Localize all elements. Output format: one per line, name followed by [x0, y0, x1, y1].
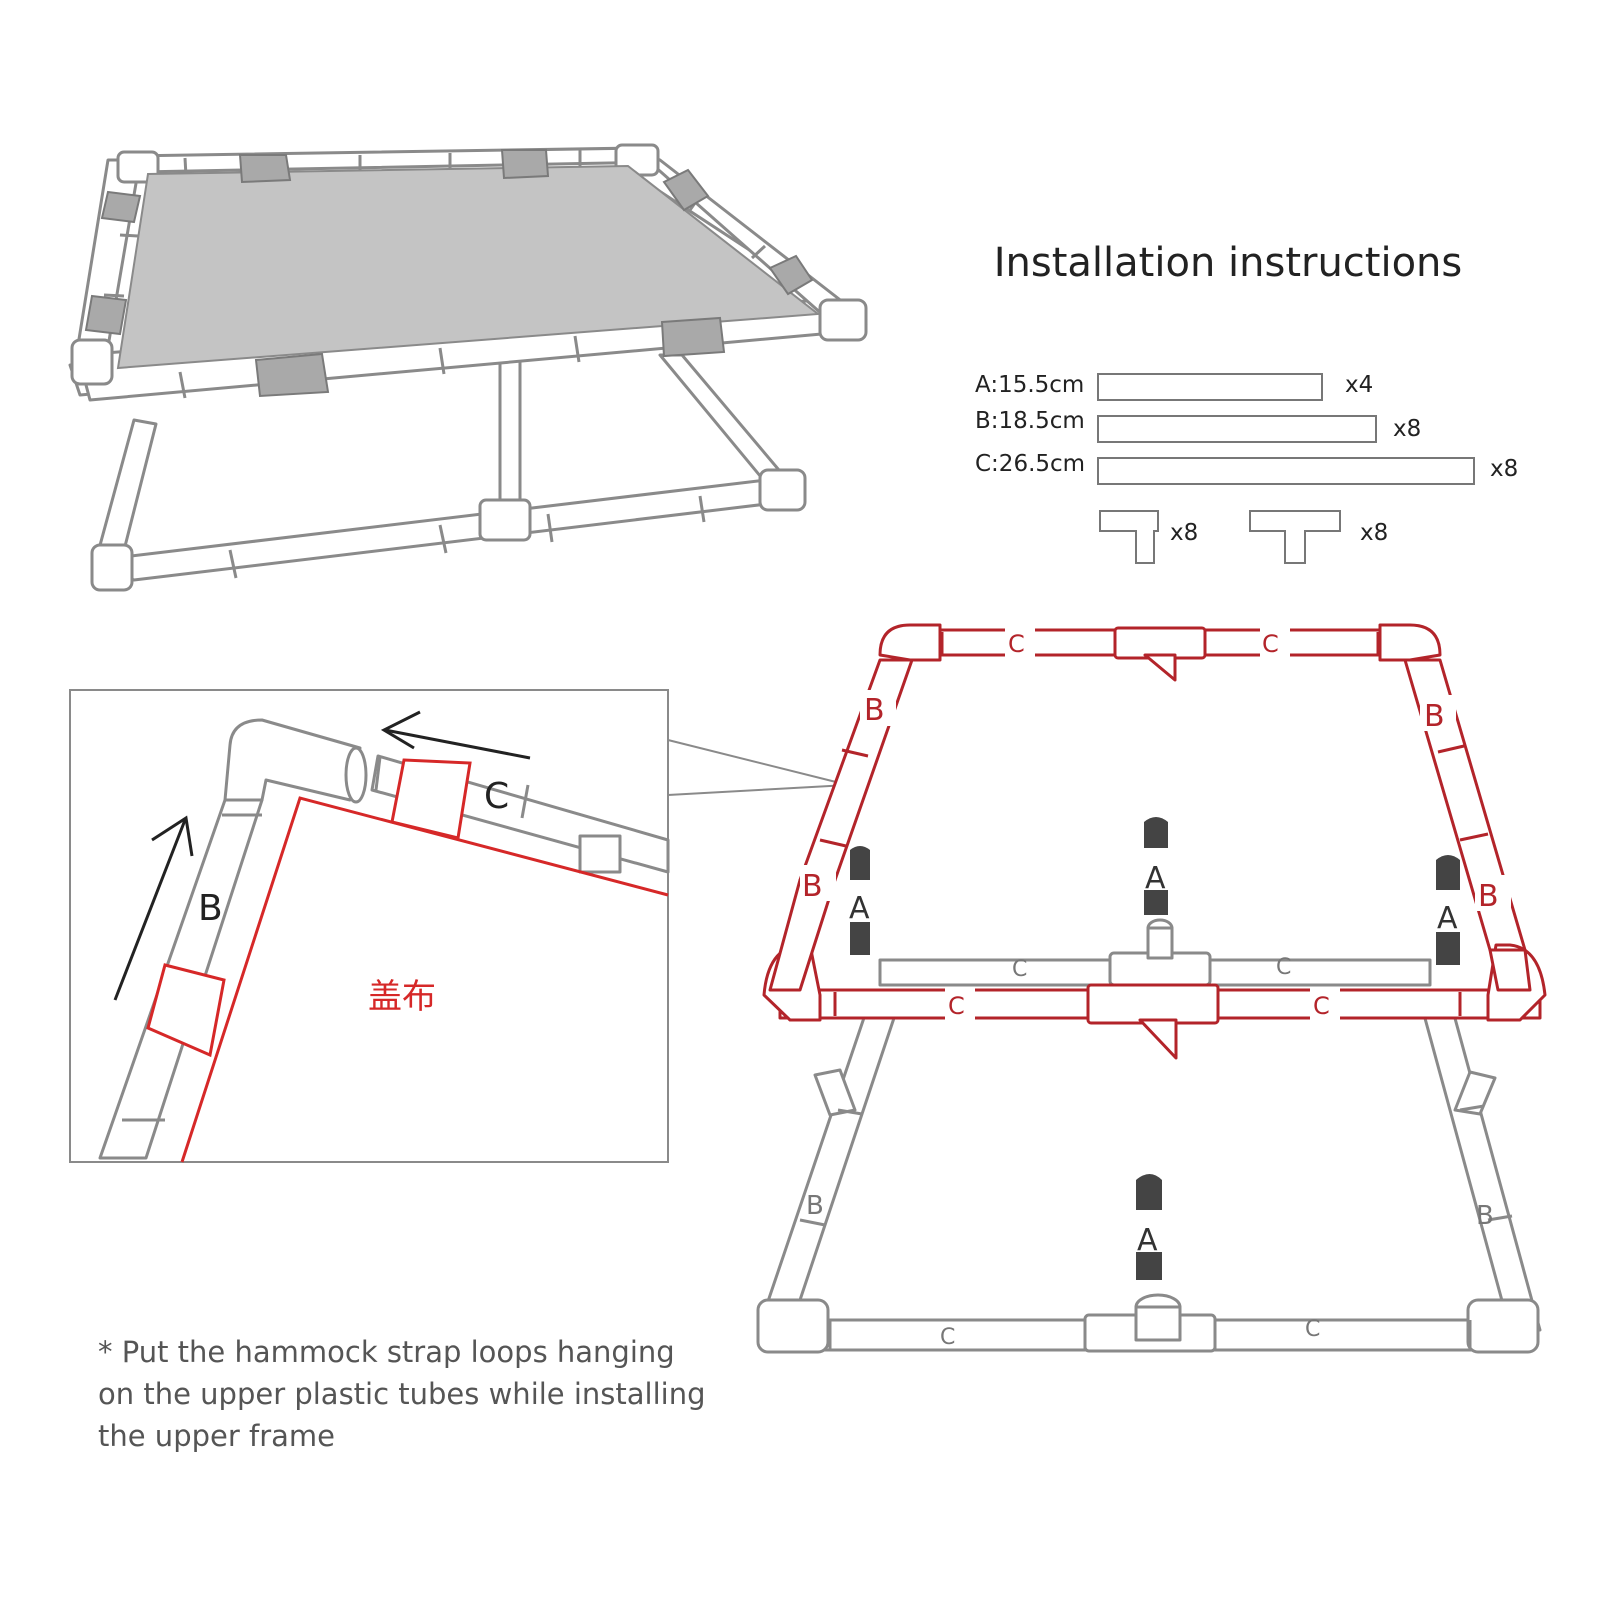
- upper-label-c-4: C: [1313, 992, 1330, 1020]
- parts-list: A:15.5cm x4 B:18.5cm x8 C:26.5cm x8 x8 x…: [975, 372, 1518, 564]
- callout-pointer: [667, 739, 849, 796]
- a-label-3: A: [1437, 901, 1458, 936]
- assembled-bed-illustration: [68, 143, 868, 592]
- strap-loop-b: [146, 963, 226, 1058]
- lower-label-c-left: C: [940, 1325, 955, 1350]
- part-label-b: B:18.5cm: [975, 408, 1085, 434]
- connector-qty-tee: x8: [1360, 520, 1388, 546]
- tube-a-icon: [1097, 373, 1323, 401]
- middle-gray-frame: C C: [878, 918, 1432, 987]
- strap-loops: [84, 149, 814, 398]
- a-label-1: A: [849, 891, 870, 926]
- part-qty-b: x8: [1393, 416, 1421, 442]
- upper-label-b-3: B: [802, 869, 823, 904]
- direction-arrows: [113, 710, 531, 1001]
- tube-b-icon: [1097, 415, 1377, 443]
- part-qty-c: x8: [1490, 456, 1518, 482]
- upper-label-b-1: B: [864, 693, 885, 728]
- connector-elbow-tee: x8: [1099, 510, 1198, 564]
- a-posts: [850, 817, 1460, 1280]
- upper-label-c-1: C: [1008, 630, 1025, 658]
- a-label-4: A: [1137, 1223, 1158, 1258]
- part-label-a: A:15.5cm: [975, 372, 1084, 398]
- lower-frame: [90, 353, 807, 592]
- lower-label-b-left: B: [806, 1191, 824, 1221]
- part-row-a: A:15.5cm x4: [975, 372, 1373, 401]
- part-row-b: B:18.5cm x8: [975, 408, 1421, 443]
- note-line-1: * Put the hammock strap loops hanging: [98, 1335, 675, 1369]
- part-qty-a: x4: [1345, 372, 1373, 398]
- installation-note: * Put the hammock strap loops hanging on…: [98, 1335, 706, 1453]
- upper-label-c-3: C: [948, 992, 965, 1020]
- upper-label-c-2: C: [1262, 630, 1279, 658]
- lower-label-b-right: B: [1476, 1201, 1494, 1231]
- connector-qty-elbow-tee: x8: [1170, 520, 1198, 546]
- strap-loop-c: [390, 758, 472, 840]
- middle-label-c-right: C: [1276, 955, 1291, 980]
- a-label-2: A: [1145, 861, 1166, 896]
- exploded-assembly: B B C C C C A A A A: [756, 623, 1547, 1354]
- note-line-2: on the upper plastic tubes while install…: [98, 1377, 706, 1411]
- upper-label-b-4: B: [1478, 879, 1499, 914]
- elbow-tee-icon: [1099, 510, 1159, 564]
- detail-label-c: C: [484, 776, 509, 817]
- detail-label-b: B: [198, 888, 223, 929]
- middle-label-c-left: C: [1012, 957, 1027, 982]
- lower-label-c-right: C: [1305, 1317, 1320, 1342]
- note-line-3: the upper frame: [98, 1419, 335, 1453]
- tee-icon: [1249, 510, 1341, 564]
- tube-c-icon: [1097, 457, 1475, 485]
- part-row-c: C:26.5cm x8: [975, 451, 1518, 485]
- page-title: Installation instructions: [994, 240, 1463, 286]
- upper-label-b-2: B: [1424, 699, 1445, 734]
- cloth-outline: [180, 796, 669, 1163]
- detail-label-cloth: 盖布: [368, 977, 436, 1017]
- detail-inset: B C 盖布: [69, 689, 849, 1163]
- hammock-fabric: [116, 164, 821, 370]
- part-label-c: C:26.5cm: [975, 451, 1085, 477]
- connector-tee: x8: [1249, 510, 1388, 564]
